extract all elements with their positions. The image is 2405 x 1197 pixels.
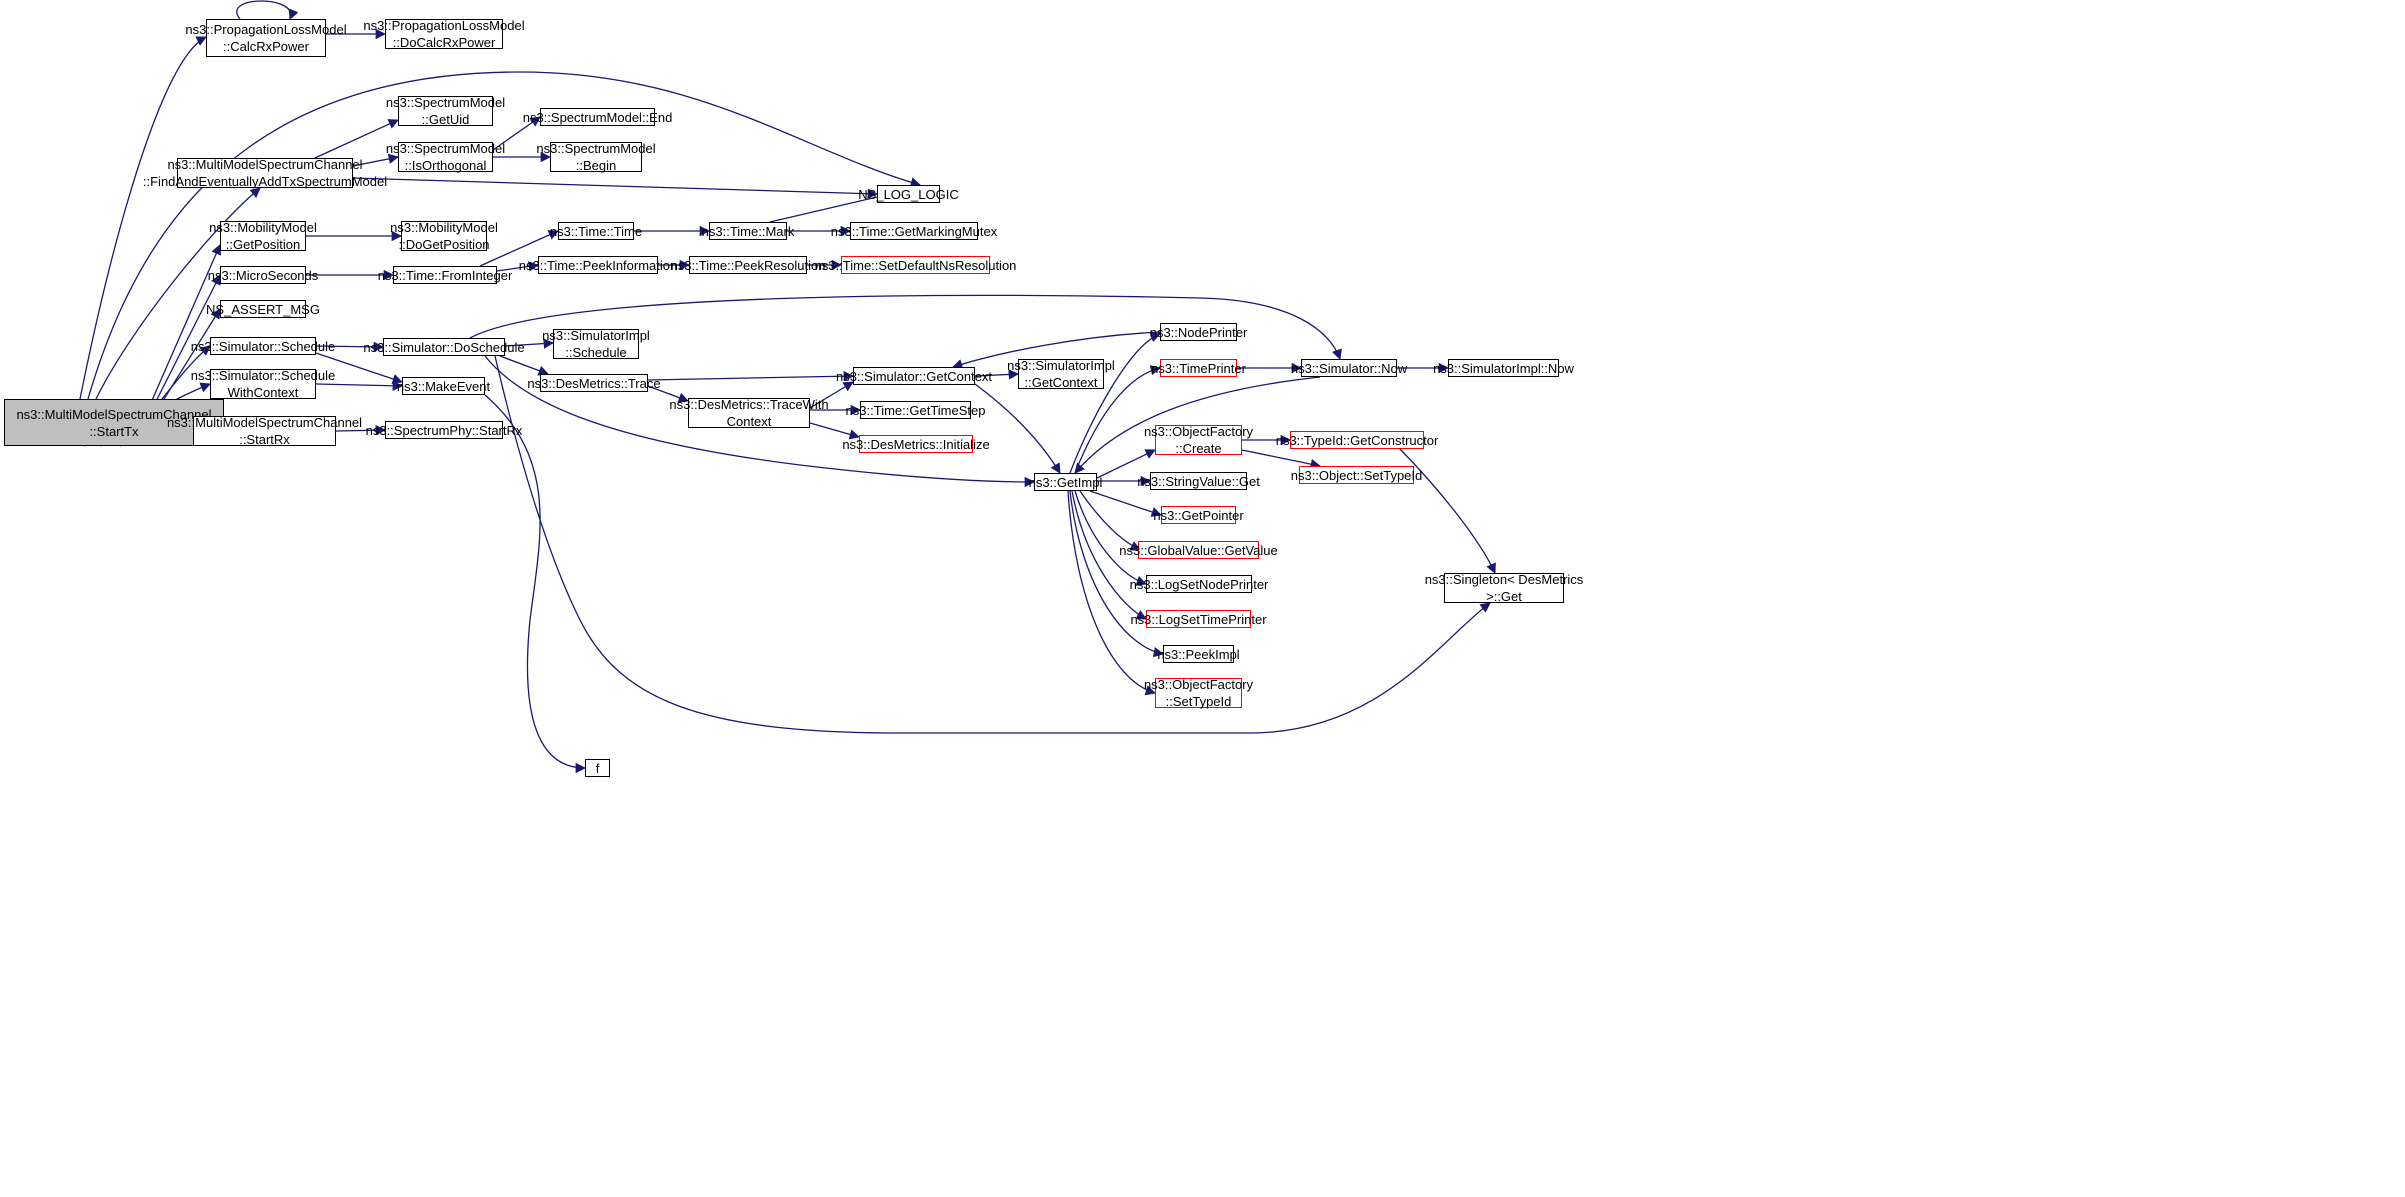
edge-calc-rx-power-self-loop xyxy=(236,0,299,20)
edge-get-impl-to-of-set-type-id xyxy=(1067,490,1156,696)
edge-of-create-to-set-type-id xyxy=(1241,449,1322,470)
node-simimpl-get-context[interactable]: ns3::SimulatorImpl::GetContext xyxy=(1007,358,1115,390)
edge-make-event-to-f xyxy=(484,394,587,774)
edge-get-impl-to-get-pointer xyxy=(1089,490,1162,517)
node-type-id-get-constructor[interactable]: ns3::TypeId::GetConstructor xyxy=(1275,431,1439,449)
node-spectrum-model-end[interactable]: ns3::SpectrumModel::End xyxy=(522,108,673,126)
edge-sim-schedule-to-do-schedule xyxy=(315,341,385,353)
node-get-pointer[interactable]: ns3::GetPointer xyxy=(1153,506,1244,524)
node-simimpl-schedule[interactable]: ns3::SimulatorImpl::Schedule xyxy=(542,328,650,360)
node-singleton-get[interactable]: ns3::Singleton< DesMetrics >::Get xyxy=(1424,572,1584,604)
edge-get-impl-to-global-get-value xyxy=(1079,490,1141,551)
node-get-position[interactable]: ns3::MobilityModel::GetPosition xyxy=(209,220,317,252)
edge-from-integer-to-time-time xyxy=(479,230,559,267)
edge-start-tx-to-micro-seconds xyxy=(145,274,221,422)
edge-start-tx-to-calc-rx-power xyxy=(79,36,207,400)
node-object-set-type-id[interactable]: ns3::Object::SetTypeId xyxy=(1290,466,1423,484)
node-peek-information[interactable]: ns3::Time::PeekInformation xyxy=(518,256,678,274)
edge-do-schedule-to-des-trace xyxy=(499,355,549,376)
node-get-impl[interactable]: ns3::GetImpl xyxy=(1028,473,1103,491)
edge-des-trace-to-get-context xyxy=(647,370,855,382)
node-do-schedule[interactable]: ns3::Simulator::DoSchedule xyxy=(363,338,525,356)
edge-schedule-with-context-to-make-event xyxy=(315,380,404,391)
edge-start-tx-to-find-add xyxy=(95,187,261,400)
edge-get-impl-to-time-printer xyxy=(1074,365,1162,474)
node-string-value-get[interactable]: ns3::StringValue::Get xyxy=(1137,472,1260,490)
node-log-set-time-printer[interactable]: ns3::LogSetTimePrinter xyxy=(1130,610,1267,628)
edge-get-impl-to-node-printer xyxy=(1069,332,1161,474)
node-from-integer[interactable]: ns3::Time::FromInteger xyxy=(377,266,513,284)
edge-node-printer-to-get-context xyxy=(952,331,1161,370)
node-get-context[interactable]: ns3::Simulator::GetContext xyxy=(835,367,993,385)
node-ns-assert-msg[interactable]: NS_ASSERT_MSG xyxy=(206,300,320,318)
edge-get-context-to-simimpl-get-context xyxy=(974,369,1020,380)
node-start-rx[interactable]: ns3::MultiModelSpectrumChannel::StartRx xyxy=(166,415,363,447)
edge-find-add-to-is-orthogonal xyxy=(352,153,400,167)
node-simulator-schedule[interactable]: ns3::Simulator::Schedule xyxy=(190,337,336,355)
edge-do-schedule-to-simimpl-schedule xyxy=(504,338,555,349)
node-f[interactable]: f xyxy=(585,759,610,777)
node-node-printer[interactable]: ns3::NodePrinter xyxy=(1149,323,1248,341)
node-time-time[interactable]: ns3::Time::Time xyxy=(549,222,643,240)
edge-get-constructor-to-singleton-get xyxy=(1399,448,1496,574)
node-global-value-get-value[interactable]: ns3::GlobalValue::GetValue xyxy=(1119,541,1278,559)
edge-trace-with-context-to-get-context xyxy=(809,381,854,409)
node-micro-seconds[interactable]: ns3::MicroSeconds xyxy=(207,266,319,284)
node-time-printer[interactable]: ns3::TimePrinter xyxy=(1151,359,1246,377)
edge-do-schedule-to-singleton-get xyxy=(494,355,1491,734)
node-peek-resolution[interactable]: ns3::Time::PeekResolution xyxy=(670,256,826,274)
node-do-get-position[interactable]: ns3::MobilityModel::DoGetPosition xyxy=(390,220,498,252)
node-log-set-node-printer[interactable]: ns3::LogSetNodePrinter xyxy=(1129,575,1269,593)
edge-get-impl-to-log-set-time xyxy=(1071,490,1147,620)
node-start-tx: ns3::MultiModelSpectrumChannel::StartTx xyxy=(4,399,224,446)
node-ns-log-logic[interactable]: NS_LOG_LOGIC xyxy=(858,185,959,203)
edge-des-trace-to-trace-with-context xyxy=(647,385,689,403)
edge-get-context-to-get-impl xyxy=(974,383,1061,474)
node-get-uid[interactable]: ns3::SpectrumModel::GetUid xyxy=(385,95,506,127)
node-object-factory-set-type-id[interactable]: ns3::ObjectFactory::SetTypeId xyxy=(1143,677,1254,709)
node-peek-impl[interactable]: ns3::PeekImpl xyxy=(1157,645,1240,663)
edge-start-rx-to-phy-start-rx xyxy=(335,424,387,436)
node-simimpl-now[interactable]: ns3::SimulatorImpl::Now xyxy=(1433,359,1574,377)
edge-get-impl-to-log-set-node xyxy=(1074,490,1147,586)
node-des-metrics-initialize[interactable]: ns3::DesMetrics::Initialize xyxy=(842,435,990,453)
node-make-event[interactable]: ns3::MakeEvent xyxy=(396,377,491,395)
edge-find-add-to-get-uid xyxy=(314,119,399,159)
node-spectrum-model-begin[interactable]: ns3::SpectrumModel::Begin xyxy=(536,141,656,173)
edge-start-tx-to-get-position xyxy=(145,244,222,415)
edge-find-add-to-ns-log-logic xyxy=(352,177,879,199)
node-calc-rx-power[interactable]: ns3::PropagationLossModel::CalcRxPower xyxy=(185,19,347,57)
node-simulator-now[interactable]: ns3::Simulator::Now xyxy=(1290,359,1408,377)
node-set-default-ns-resolution[interactable]: ns3::Time::SetDefaultNsResolution xyxy=(814,256,1017,274)
node-phy-start-rx[interactable]: ns3::SpectrumPhy::StartRx xyxy=(365,421,523,439)
edge-do-schedule-to-sim-now xyxy=(469,294,1342,360)
node-find-and-add-tx-spectrum-model[interactable]: ns3::MultiModelSpectrumChannel::FindAndE… xyxy=(142,157,388,189)
node-is-orthogonal[interactable]: ns3::SpectrumModel::IsOrthogonal xyxy=(385,141,506,173)
edge-start-tx-to-ns-log-logic xyxy=(87,71,921,400)
edge-get-impl-to-peek-impl xyxy=(1069,490,1165,658)
edge-sim-now-to-get-impl xyxy=(1074,376,1321,474)
node-object-factory-create[interactable]: ns3::ObjectFactory::Create xyxy=(1143,424,1254,456)
node-get-time-step[interactable]: ns3::Time::GetTimeStep xyxy=(845,401,986,419)
edge-is-orthogonal-to-sm-end xyxy=(492,116,541,151)
node-des-trace[interactable]: ns3::DesMetrics::Trace xyxy=(527,374,661,392)
node-time-mark[interactable]: ns3::Time::Mark xyxy=(701,222,795,240)
node-get-marking-mutex[interactable]: ns3::Time::GetMarkingMutex xyxy=(830,222,998,240)
edge-get-impl-to-of-create xyxy=(1096,449,1156,479)
edge-trace-with-context-to-des-initialize xyxy=(809,422,860,440)
edge-do-schedule-to-get-impl xyxy=(484,355,1036,488)
edge-sim-schedule-to-make-event xyxy=(315,352,403,384)
edge-time-mark-to-ns-log-logic xyxy=(769,191,892,223)
edge-from-integer-to-peek-information xyxy=(496,261,540,272)
node-do-calc-rx-power[interactable]: ns3::PropagationLossModel::DoCalcRxPower xyxy=(363,18,525,50)
